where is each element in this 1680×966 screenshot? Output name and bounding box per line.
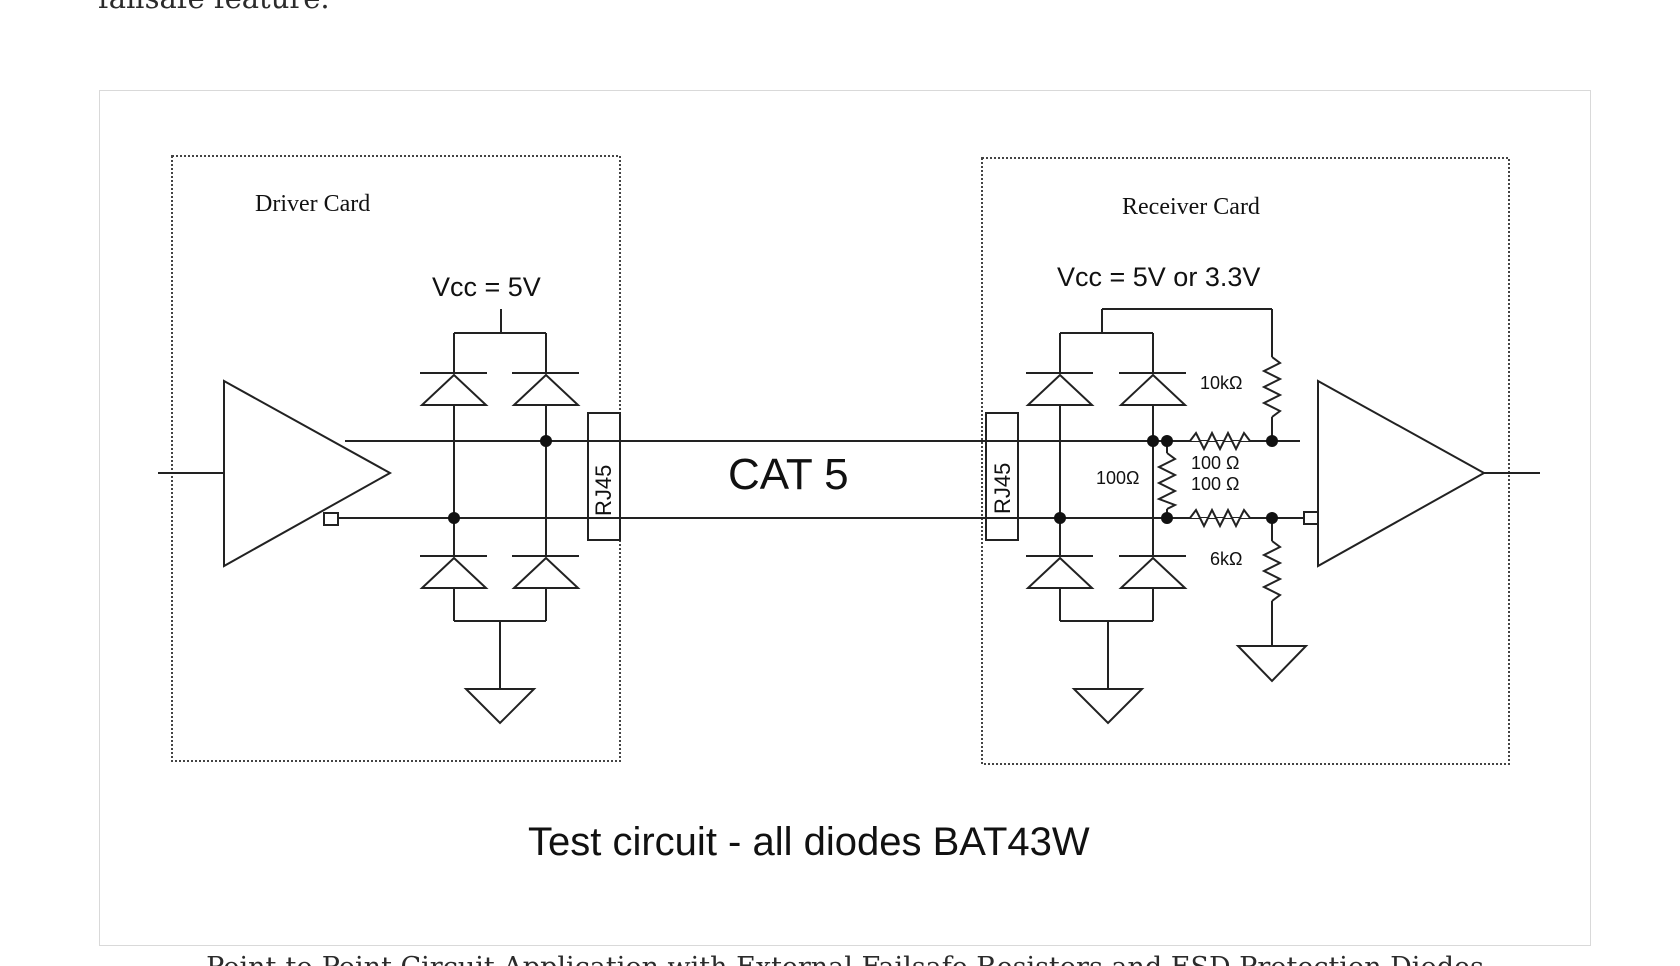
receiver-diode-lower-left [1025,555,1095,589]
circuit-diagram: Driver Card Receiver Card Vcc = 5V Vcc =… [158,155,1540,864]
driver-ground-symbol [463,688,537,725]
left-connector-label: RJ45 [591,465,616,516]
termination-resistor-label: 100Ω [1096,468,1140,488]
figure-frame: Driver Card Receiver Card Vcc = 5V Vcc =… [99,90,1591,946]
cable-label: CAT 5 [728,450,849,499]
pullup-resistor-label: 10kΩ [1200,373,1242,393]
figure-caption: Point-to-Point Circuit Application with … [99,950,1591,966]
right-connector-label: RJ45 [990,463,1015,514]
receiver-diode-lower-right [1118,555,1188,589]
pulldown-resistor [1261,540,1283,602]
receiver-vcc-label: Vcc = 5V or 3.3V [1057,262,1260,292]
termination-resistor [1156,452,1178,510]
driver-vcc-label: Vcc = 5V [432,272,541,302]
series-resistor-top [1189,430,1251,452]
series-resistor-top-label: 100 Ω [1191,453,1240,473]
pulldown-ground-symbol [1235,645,1309,683]
right-rj45-connector [985,412,1019,541]
driver-inverting-output [323,512,339,526]
receiver-ground-symbol [1071,688,1145,725]
driver-amplifier [223,379,393,568]
driver-diode-lower-right [511,555,581,589]
receiver-amplifier [1317,379,1487,568]
series-resistor-bottom [1189,507,1251,529]
driver-diode-lower-left [419,555,489,589]
test-circuit-caption: Test circuit - all diodes BAT43W [528,820,1090,864]
receiver-diode-upper-left [1025,372,1095,406]
series-resistor-bottom-label: 100 Ω [1191,474,1240,494]
left-rj45-connector [587,412,621,541]
driver-card-label: Driver Card [255,191,370,217]
receiver-inverting-input [1303,511,1319,525]
driver-diode-upper-right [511,372,581,406]
receiver-card-label: Receiver Card [1122,194,1260,220]
receiver-card-box [981,157,1510,765]
junction-dots [448,435,1278,524]
intro-paragraph: failsafe feature. [98,0,330,18]
receiver-diode-upper-right [1118,372,1188,406]
pulldown-resistor-label: 6kΩ [1210,549,1242,569]
pullup-resistor [1261,356,1283,418]
driver-diode-upper-left [419,372,489,406]
driver-card-box [171,155,621,762]
